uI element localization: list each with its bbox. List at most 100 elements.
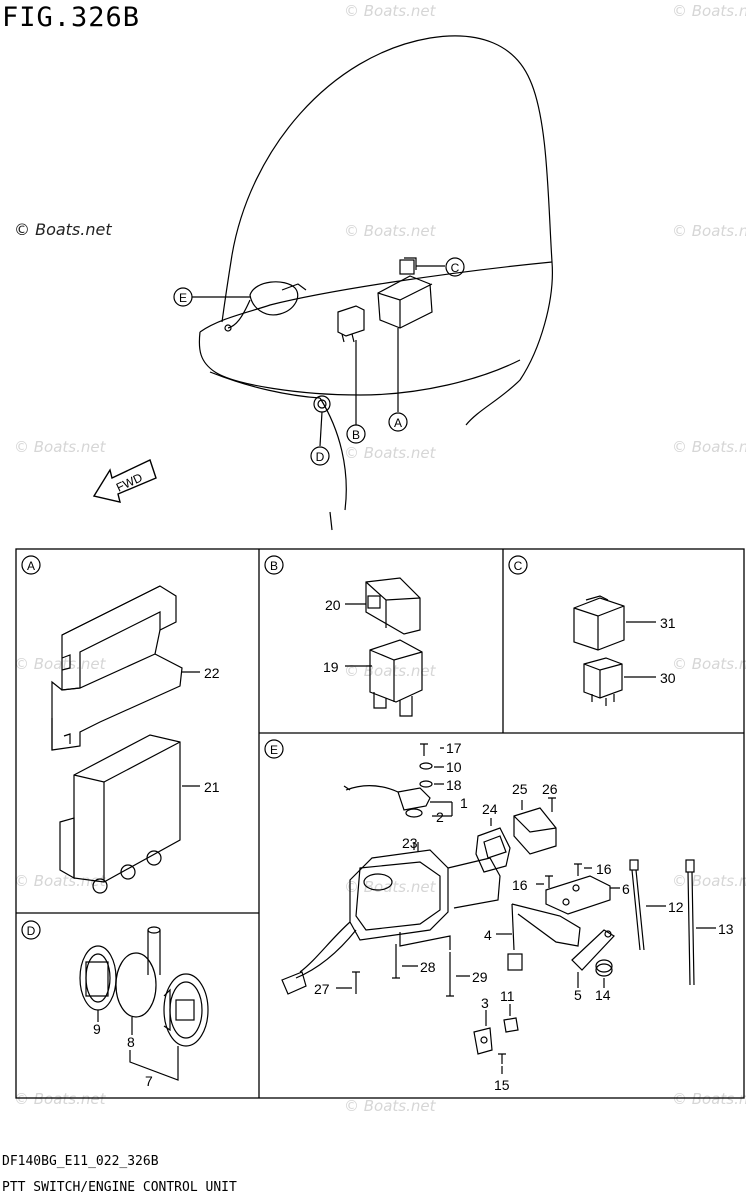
- fuse-mini: [337, 305, 365, 343]
- watermark: © Boats.net: [672, 872, 746, 890]
- watermark: © Boats.net: [344, 1097, 436, 1115]
- figure-caption: PTT SWITCH/ENGINE CONTROL UNIT: [2, 1180, 237, 1195]
- part-10-washer: [419, 762, 433, 770]
- part-25-clamp: [513, 807, 557, 855]
- callout-e-label: E: [179, 291, 187, 305]
- part-27-bolt: [352, 971, 360, 994]
- panel-a-letter: A: [27, 559, 35, 573]
- panel-d-letter: D: [27, 924, 36, 938]
- leader-1-2: [430, 801, 453, 817]
- part-17-bolt: [420, 743, 428, 756]
- part-3-plate: [473, 1027, 493, 1055]
- callout-b-label: B: [352, 428, 360, 442]
- part-1-label: 1: [460, 795, 468, 811]
- panel-b-letter: B: [270, 559, 278, 573]
- part-16-label: 16: [596, 861, 612, 877]
- part-18-label: 18: [446, 777, 462, 793]
- watermark: © Boats.net: [672, 438, 746, 456]
- part-30-relay: [583, 657, 623, 706]
- part-14-label: 14: [595, 987, 611, 1003]
- part-29-bolt: [446, 952, 454, 997]
- part-30-label: 30: [660, 670, 676, 686]
- watermark: © Boats.net: [672, 222, 746, 240]
- part-16-screw: [545, 875, 553, 888]
- callout-c-label: C: [451, 261, 460, 275]
- part-7-label: 7: [145, 1073, 153, 1089]
- part-20-cover: [365, 577, 421, 635]
- leader-7: [129, 1046, 179, 1081]
- callout-d-label: D: [316, 450, 325, 464]
- callout-b: B: [346, 424, 366, 444]
- part-23-label: 23: [402, 835, 418, 851]
- figure-code: DF140BG_E11_022_326B: [2, 1154, 159, 1169]
- callout-a: A: [388, 412, 408, 432]
- panel-d: D 9 8 7: [21, 920, 209, 1089]
- panel-c-letter: C: [514, 559, 523, 573]
- watermark: © Boats.net: [672, 1090, 746, 1108]
- part-19-fuse-box: [369, 639, 423, 717]
- part-21-label: 21: [204, 779, 220, 795]
- part-15-screw: [498, 1053, 506, 1064]
- part-12-label: 12: [668, 899, 684, 915]
- fwd-arrow: FWD: [92, 459, 157, 503]
- part-13-label: 13: [718, 921, 734, 937]
- part-6-label: 6: [622, 881, 630, 897]
- part-4-harness: [507, 903, 581, 971]
- ptt-switch-mini: [224, 281, 307, 332]
- ecu-mini: [377, 275, 433, 329]
- watermark: © Boats.net: [14, 872, 106, 890]
- part-11-label: 11: [500, 988, 515, 1004]
- panel-e-letter: E: [270, 743, 278, 757]
- part-16-screw: [574, 863, 582, 876]
- part-27-label: 27: [314, 981, 330, 997]
- watermark: © Boats.net: [14, 655, 106, 673]
- part-19-label: 19: [323, 659, 339, 675]
- engine-cowling: [198, 35, 553, 531]
- watermark: © Boats.net: [344, 444, 436, 462]
- part-12-cable-tie: [629, 859, 645, 951]
- panel-e: E: [264, 739, 734, 1093]
- panel-a: A 22 21: [21, 555, 220, 894]
- part-29-label: 29: [472, 969, 488, 985]
- part-7-grommet: [147, 926, 209, 1047]
- part-18-washer: [419, 780, 433, 788]
- leader-lines-top: [192, 265, 445, 447]
- part-26-label: 26: [542, 781, 558, 797]
- part-20-label: 20: [325, 597, 341, 613]
- part-6-bracket: [545, 875, 611, 915]
- part-24-label: 24: [482, 801, 498, 817]
- watermark: © Boats.net: [344, 2, 436, 20]
- watermark: © Boats.net: [14, 1090, 106, 1108]
- part-15-label: 15: [494, 1077, 510, 1093]
- leaders-3-11-15: [485, 1004, 511, 1074]
- part-24-cover: [475, 827, 511, 873]
- fwd-label: FWD: [114, 470, 145, 494]
- part-2-label: 2: [436, 809, 444, 825]
- part-28-bolt: [392, 944, 400, 979]
- panel-c: C 31 30: [508, 555, 676, 706]
- part-23-motor: [281, 842, 501, 995]
- leaders-16-6: [536, 867, 620, 889]
- callout-c: C: [445, 257, 465, 277]
- part-25-label: 25: [512, 781, 528, 797]
- callout-a-label: A: [394, 416, 402, 430]
- part-28-label: 28: [420, 959, 436, 975]
- callout-e: E: [173, 287, 193, 307]
- part-1-ptt-switch: [343, 785, 431, 818]
- part-31-relay: [573, 595, 625, 651]
- panel-b: B 20 19: [264, 555, 423, 717]
- part-8-oring: [115, 952, 157, 1018]
- part-21-ecu: [59, 734, 181, 894]
- leader-28-29-group: [399, 932, 451, 950]
- part-14-nut: [595, 959, 613, 977]
- part-3-label: 3: [481, 995, 489, 1011]
- watermark: © Boats.net: [14, 438, 106, 456]
- panel-frames: [15, 548, 745, 1099]
- leaders-5-14: [577, 972, 605, 988]
- part-8-label: 8: [127, 1034, 135, 1050]
- part-22-label: 22: [204, 665, 220, 681]
- part-10-label: 10: [446, 759, 462, 775]
- leaders-17-10-18: [434, 747, 444, 785]
